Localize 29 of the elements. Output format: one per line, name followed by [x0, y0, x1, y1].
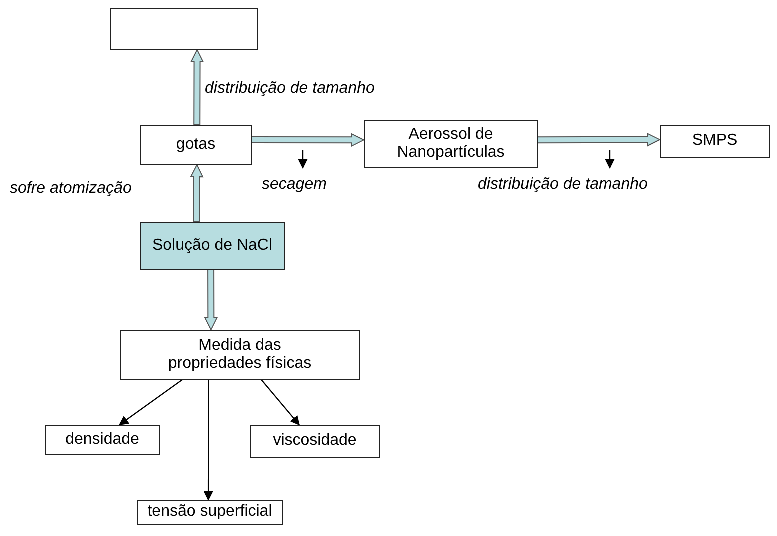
process-box [250, 425, 380, 458]
process-box [364, 120, 538, 168]
edge-label: distribuição de tamanho [478, 176, 648, 194]
arrow [261, 380, 300, 426]
node-text: SMPS [692, 132, 738, 151]
block-arrow [537, 133, 662, 147]
node-text: densidade [66, 430, 140, 450]
process-box [137, 500, 283, 525]
process-box [120, 330, 360, 380]
block-arrow [190, 48, 204, 126]
node-text: viscosidade [273, 432, 357, 451]
node-text: gotas [176, 136, 216, 154]
process-box [140, 222, 285, 270]
block-arrow [204, 270, 218, 332]
process-box [660, 125, 770, 158]
process-box [140, 125, 252, 165]
node-text: Aerossol de Nanopartículas [396, 126, 506, 162]
edge-label: secagem [262, 176, 327, 194]
block-arrow [252, 133, 366, 147]
edge-label: distribuição de tamanho [205, 80, 375, 98]
node-text: tensão superficial [148, 503, 272, 522]
empty-box [110, 8, 258, 50]
process-box [45, 425, 160, 455]
arrow [118, 380, 183, 426]
node-text: Medida das propriedades físicas [167, 336, 313, 374]
arrow [204, 380, 214, 501]
node-text: Solução de NaCl [152, 236, 273, 256]
block-arrow [190, 164, 204, 223]
edge-label: sofre atomização [10, 180, 132, 198]
